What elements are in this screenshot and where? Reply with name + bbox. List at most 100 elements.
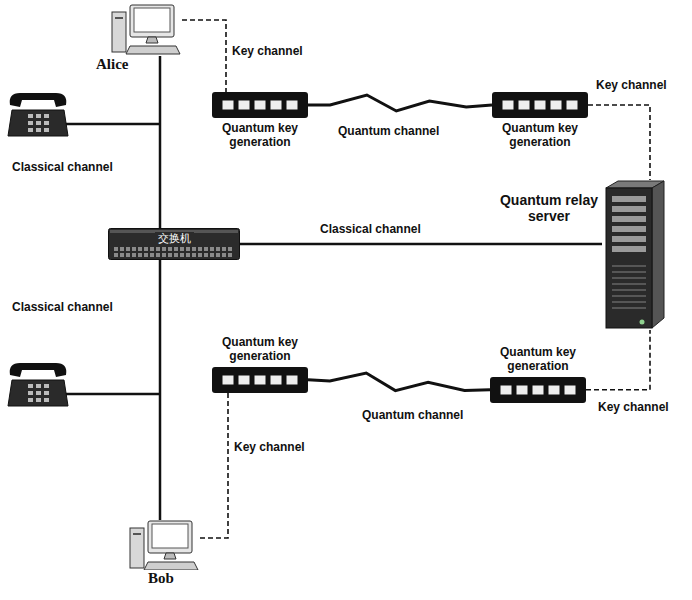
switch-shape: 交换机 — [108, 228, 240, 260]
drive-slot — [115, 17, 123, 19]
telephone-key — [44, 114, 49, 118]
computer-shape — [110, 4, 182, 56]
switch-port — [198, 247, 202, 251]
switch-port — [192, 253, 196, 257]
keyboard — [126, 46, 180, 54]
monitor-screen — [134, 8, 170, 32]
vent-line — [612, 307, 646, 309]
telephone-body — [8, 110, 68, 136]
edge-label: Classical channel — [320, 222, 421, 236]
server-front — [606, 188, 652, 328]
qkg-light — [517, 385, 528, 394]
qkg-drawing — [212, 92, 308, 118]
qkg-light — [533, 385, 544, 394]
computer-tower — [112, 12, 126, 52]
key-channel-line — [588, 105, 650, 180]
monitor-stand — [146, 37, 158, 43]
telephone-key — [28, 121, 33, 125]
computer-icon: Bob — [128, 520, 200, 587]
edge-label: Key channel — [234, 440, 305, 454]
qkg-light — [223, 101, 234, 110]
monitor — [130, 5, 174, 37]
qkg-shape — [212, 92, 308, 118]
key-channel-line — [182, 20, 226, 92]
monitor — [148, 521, 192, 553]
telephone-handset — [10, 93, 67, 107]
switch-port — [132, 247, 136, 251]
qkg-light — [287, 375, 298, 384]
switch-port — [120, 253, 124, 257]
switch-port — [228, 247, 232, 251]
switch-port — [192, 247, 196, 251]
telephone-handset — [10, 363, 67, 377]
qkg-device — [492, 92, 588, 118]
qkg-shape — [490, 377, 586, 403]
drive-bay — [612, 236, 646, 242]
telephone-key — [28, 114, 33, 118]
telephone-key — [36, 391, 41, 395]
switch-port — [198, 253, 202, 257]
switch-port — [174, 253, 178, 257]
switch-port — [222, 253, 226, 257]
telephone-key — [28, 384, 33, 388]
telephone-key — [28, 128, 33, 132]
qkg-drawing — [212, 367, 308, 393]
qkg-light — [501, 385, 512, 394]
edge-label: Quantum channel — [338, 124, 439, 138]
edge-label: Classical channel — [12, 300, 113, 314]
qkg-light — [239, 101, 250, 110]
telephone-key — [44, 398, 49, 402]
switch-port — [180, 247, 184, 251]
switch-port — [150, 253, 154, 257]
server-side — [652, 181, 664, 328]
switch-port — [126, 247, 130, 251]
qkg-shape — [492, 92, 588, 118]
server-drawing — [602, 180, 666, 330]
qkg-light — [503, 101, 514, 110]
switch-port — [120, 247, 124, 251]
device-label: 交换机 — [155, 232, 194, 245]
qkg-light — [519, 101, 530, 110]
telephone-key — [44, 121, 49, 125]
vent-line — [612, 277, 646, 279]
computer-icon: Alice — [110, 4, 182, 73]
key-channel-line — [586, 330, 650, 390]
node-label: Quantum key generation — [200, 121, 320, 150]
switch-port — [210, 253, 214, 257]
drive-bay — [612, 226, 646, 232]
vent-line — [612, 295, 646, 297]
switch-port — [204, 247, 208, 251]
monitor-screen — [152, 524, 188, 548]
edge-label: Key channel — [596, 78, 667, 92]
drive-bay — [612, 216, 646, 222]
node-label: Quantum key generation — [478, 345, 598, 374]
drive-slot — [133, 533, 141, 535]
switch-port — [168, 247, 172, 251]
vent-line — [612, 289, 646, 291]
node-label: Quantum relay server — [498, 192, 600, 224]
classical-channel-line — [240, 243, 602, 246]
switch-port — [216, 247, 220, 251]
telephone-key — [36, 398, 41, 402]
telephone-key — [36, 384, 41, 388]
drive-bay — [612, 246, 646, 252]
switch-port — [132, 253, 136, 257]
switch-port — [162, 253, 166, 257]
drive-bay — [612, 206, 646, 212]
qkg-light — [255, 101, 266, 110]
quantum-channel-line — [308, 95, 492, 111]
qkg-light — [549, 385, 560, 394]
qkg-box: Quantum key generation — [200, 335, 320, 393]
switch-port — [168, 253, 172, 257]
qkg-light — [551, 101, 562, 110]
telephone-key — [36, 128, 41, 132]
vent-line — [612, 271, 646, 273]
switch-port — [186, 247, 190, 251]
switch-body — [109, 229, 240, 260]
computer-drawing — [128, 520, 200, 570]
qkg-device — [490, 377, 586, 403]
telephone-wire — [66, 123, 160, 126]
qkg-light — [239, 375, 250, 384]
